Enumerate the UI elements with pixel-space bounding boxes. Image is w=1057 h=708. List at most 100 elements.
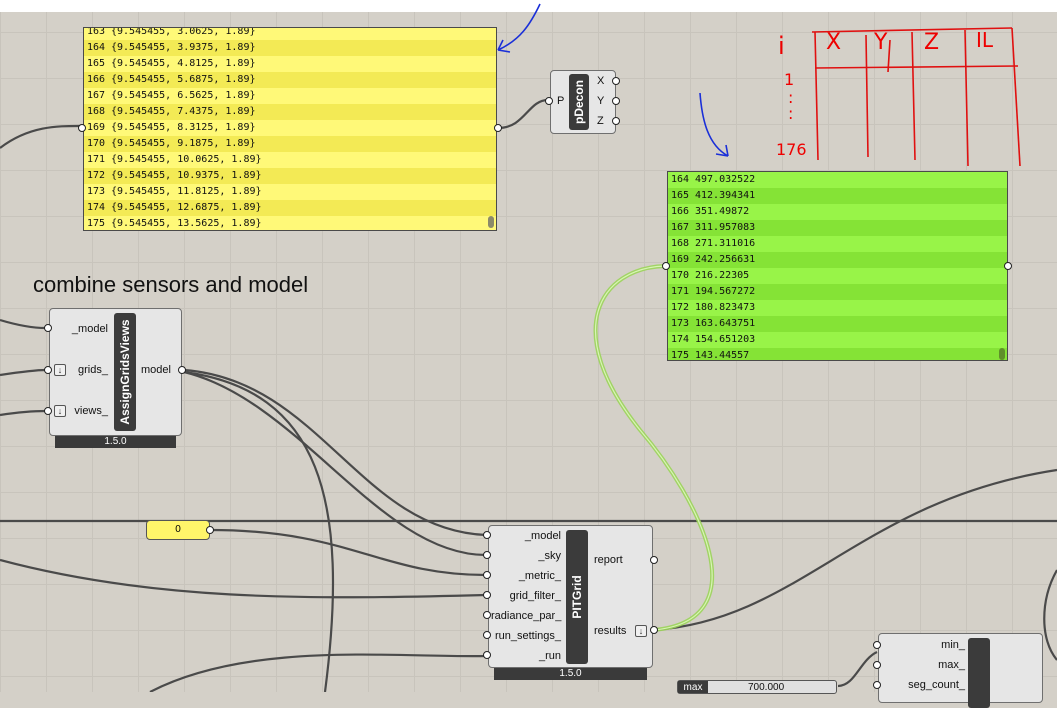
assign-input-views: views_ bbox=[74, 405, 108, 417]
row-index: 164 bbox=[671, 174, 690, 185]
top-bar bbox=[0, 0, 1057, 12]
assign-model-out-grip[interactable] bbox=[178, 366, 186, 374]
row-value: 412.394341 bbox=[695, 190, 756, 201]
flatten-icon[interactable]: ↓ bbox=[635, 625, 647, 637]
list-item: 173 163.643751 bbox=[668, 316, 1007, 332]
pitgrid-version: 1.5.0 bbox=[494, 668, 647, 680]
pitgrid-run-grip[interactable] bbox=[483, 651, 491, 659]
pitgrid-report-grip[interactable] bbox=[650, 556, 658, 564]
pdecon-x-grip[interactable] bbox=[612, 77, 620, 85]
assign-grids-grip[interactable] bbox=[44, 366, 52, 374]
pitgrid-input-grid-filter: grid_filter_ bbox=[509, 590, 561, 602]
range-title-bar bbox=[968, 638, 990, 708]
assign-views-grip[interactable] bbox=[44, 407, 52, 415]
row-index: 170 bbox=[87, 138, 106, 149]
list-item: 170 216.22305 bbox=[668, 268, 1007, 284]
row-index: 171 bbox=[671, 286, 690, 297]
row-index: 163 bbox=[87, 27, 106, 37]
row-value: 163.643751 bbox=[695, 318, 756, 329]
list-item: 163{9.545455, 3.0625, 1.89} bbox=[84, 27, 496, 40]
sketch-dots: : bbox=[788, 88, 794, 107]
points-panel[interactable]: 163{9.545455, 3.0625, 1.89} 164 {9.545455,… bbox=[83, 27, 497, 231]
row-value: {9.545455, 11.8125, 1.89} bbox=[111, 186, 262, 197]
pitgrid-results-grip[interactable] bbox=[650, 626, 658, 634]
assign-model-grip[interactable] bbox=[44, 324, 52, 332]
range-input-max: max_ bbox=[938, 659, 965, 671]
points-list: 163{9.545455, 3.0625, 1.89} 164 {9.545455,… bbox=[84, 27, 496, 230]
range-min-grip[interactable] bbox=[873, 641, 881, 649]
assign-grids-views-component[interactable]: AssignGridsViews _model ↓ grids_ ↓ views… bbox=[49, 308, 182, 436]
pitgrid-run-settings-grip[interactable] bbox=[483, 631, 491, 639]
row-value: {9.545455, 13.5625, 1.89} bbox=[111, 218, 262, 229]
flatten-icon[interactable]: ↓ bbox=[54, 364, 66, 376]
row-index: 172 bbox=[87, 170, 106, 181]
number-param-grip[interactable] bbox=[206, 526, 214, 534]
pdecon-output-y: Y bbox=[597, 95, 605, 107]
range-seg-count-grip[interactable] bbox=[873, 681, 881, 689]
pdecon-title: pDecon bbox=[572, 79, 586, 125]
assign-input-grids: grids_ bbox=[78, 364, 108, 376]
max-slider[interactable]: max 700.000 bbox=[677, 680, 837, 694]
slider-tag: max bbox=[678, 681, 708, 693]
row-index: 170 bbox=[671, 270, 690, 281]
results-panel-input-grip[interactable] bbox=[662, 262, 670, 270]
sketch-row-last: 176 bbox=[776, 140, 807, 159]
sketch-dots: : bbox=[788, 104, 794, 123]
row-value: {9.545455, 3.9375, 1.89} bbox=[111, 42, 256, 53]
list-item: 174{9.545455, 12.6875, 1.89} bbox=[84, 200, 496, 216]
number-param[interactable]: 0 bbox=[146, 520, 210, 540]
sketch-row-1: 1 bbox=[784, 70, 795, 89]
pdecon-z-grip[interactable] bbox=[612, 117, 620, 125]
row-index: 169 bbox=[87, 122, 106, 133]
pitgrid-model-grip[interactable] bbox=[483, 531, 491, 539]
pdecon-component[interactable]: pDecon P X Y Z bbox=[550, 70, 616, 134]
pdecon-title-bar: pDecon bbox=[569, 74, 589, 130]
panel-scrollbar[interactable] bbox=[488, 216, 494, 228]
pitgrid-title-bar: PITGrid bbox=[566, 530, 588, 664]
pitgrid-title: PITGrid bbox=[570, 575, 584, 619]
row-value: {9.545455, 6.5625, 1.89} bbox=[111, 90, 256, 101]
pdecon-y-grip[interactable] bbox=[612, 97, 620, 105]
row-value: {9.545455, 8.3125, 1.89} bbox=[111, 122, 256, 133]
assign-output-model: model bbox=[141, 364, 171, 376]
pitgrid-grid-filter-grip[interactable] bbox=[483, 591, 491, 599]
pitgrid-radiance-par-grip[interactable] bbox=[483, 611, 491, 619]
list-item: 175{9.545455, 13.5625, 1.89} bbox=[84, 216, 496, 230]
assign-version: 1.5.0 bbox=[55, 436, 176, 448]
row-value: {9.545455, 5.6875, 1.89} bbox=[111, 74, 256, 85]
flatten-icon[interactable]: ↓ bbox=[54, 405, 66, 417]
row-index: 166 bbox=[671, 206, 690, 217]
points-panel-output-grip[interactable] bbox=[494, 124, 502, 132]
row-value: {9.545455, 10.0625, 1.89} bbox=[111, 154, 262, 165]
pitgrid-metric-grip[interactable] bbox=[483, 571, 491, 579]
row-value: 154.651203 bbox=[695, 334, 756, 345]
pitgrid-sky-grip[interactable] bbox=[483, 551, 491, 559]
row-index: 167 bbox=[87, 90, 106, 101]
panel-scrollbar[interactable] bbox=[999, 348, 1005, 360]
row-index: 174 bbox=[87, 202, 106, 213]
pdecon-p-grip[interactable] bbox=[545, 97, 553, 105]
row-value: 143.44557 bbox=[695, 350, 750, 361]
row-index: 173 bbox=[87, 186, 106, 197]
row-value: 497.032522 bbox=[695, 174, 756, 185]
pdecon-input-p: P bbox=[557, 95, 565, 107]
range-max-grip[interactable] bbox=[873, 661, 881, 669]
range-component[interactable]: min_ max_ seg_count_ bbox=[878, 633, 1043, 708]
list-item: 169 {9.545455, 8.3125, 1.89} bbox=[84, 120, 496, 136]
row-index: 172 bbox=[671, 302, 690, 313]
row-index: 173 bbox=[671, 318, 690, 329]
pitgrid-input-run-settings: run_settings_ bbox=[494, 630, 561, 642]
points-panel-input-grip[interactable] bbox=[78, 124, 86, 132]
pitgrid-component[interactable]: PITGrid _model _sky _metric_ grid_filter… bbox=[488, 525, 653, 668]
sketch-col-il: IL bbox=[976, 28, 994, 52]
results-panel-output-grip[interactable] bbox=[1004, 262, 1012, 270]
row-value: 216.22305 bbox=[695, 270, 750, 281]
row-index: 164 bbox=[87, 42, 106, 53]
sketch-col-z: Z bbox=[924, 30, 940, 55]
